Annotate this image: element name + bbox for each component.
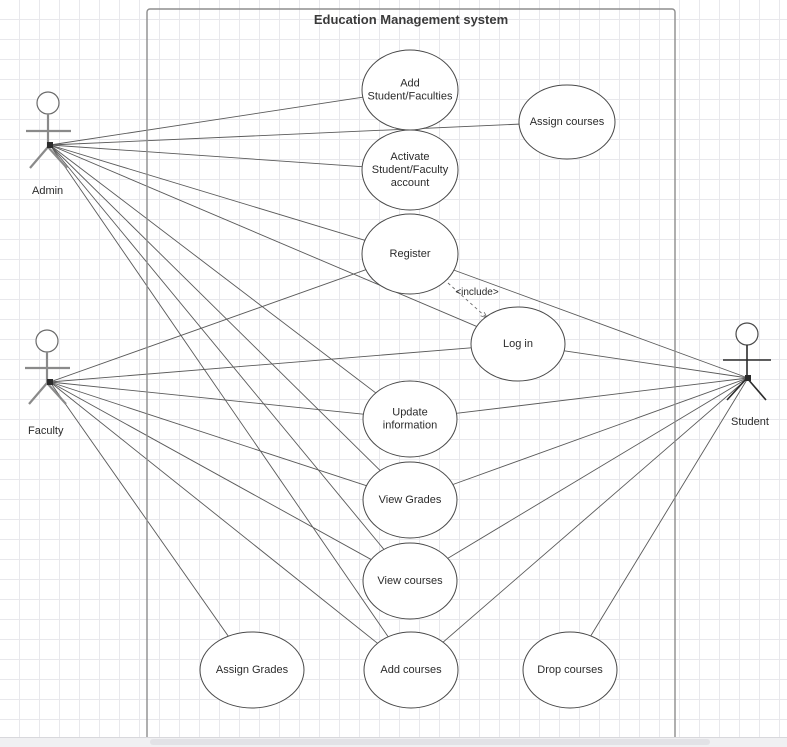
actor-head-icon [35,329,59,353]
horizontal-scrollbar[interactable] [0,737,787,747]
actor-admin[interactable]: Admin [26,91,71,197]
use-case-view_grades[interactable]: View Grades [362,461,458,539]
association-student-to-update_information [456,377,749,414]
use-case-label: Register [390,248,431,260]
actor-head-icon [735,322,759,346]
association-faculty-to-add_courses [49,381,378,644]
use-case-ellipse[interactable] [470,306,566,382]
actor-label: Admin [32,185,63,197]
actor-connection-point[interactable] [745,375,751,381]
association-admin-to-log_in [49,144,477,327]
association-admin-to-view_grades [49,144,381,471]
use-case-label: Update [392,406,427,418]
association-admin-to-update_information [49,144,377,394]
actor-leg-right-icon [46,382,67,405]
association-admin-to-add_courses [49,144,389,638]
use-case-label: Add courses [380,664,442,676]
use-case-register[interactable]: Register [361,213,459,295]
actor-student[interactable]: Student [723,322,771,428]
association-student-to-log_in [564,350,749,379]
association-faculty-to-view_grades [49,381,367,487]
actor-leg-left-icon [28,382,48,405]
actor-leg-left-icon [726,377,748,401]
association-student-to-register [453,269,749,379]
use-case-ellipse[interactable] [362,542,458,620]
include-label: <include> [455,287,499,298]
use-case-label: Log in [503,338,533,350]
use-case-label: Drop courses [537,664,603,676]
use-case-ellipse[interactable] [199,631,305,709]
use-case-label: Assign courses [530,116,605,128]
use-case-ellipse[interactable] [362,461,458,539]
use-case-assign_grades[interactable]: Assign Grades [199,631,305,709]
use-case-assign_courses[interactable]: Assign courses [518,84,616,160]
use-case-drop_courses[interactable]: Drop courses [522,631,618,709]
association-student-to-drop_courses [590,377,749,637]
association-admin-to-view_courses [49,144,385,550]
association-faculty-to-view_courses [49,381,372,560]
association-faculty-to-update_information [49,381,364,415]
actor-faculty[interactable]: Faculty [25,329,70,437]
association-student-to-view_courses [447,377,749,559]
use-case-label: Assign Grades [216,664,289,676]
use-case-label: information [383,419,437,431]
actor-leg-right-icon [47,146,68,169]
association-student-to-add_courses [442,377,749,643]
association-faculty-to-log_in [49,347,472,383]
use-case-label: Add [400,77,420,89]
use-case-view_courses[interactable]: View courses [362,542,458,620]
association-admin-to-activate_account [49,144,363,168]
system-boundary-title: Education Management system [314,12,508,27]
use-case-log_in[interactable]: Log in [470,306,566,382]
use-case-label: Student/Faculty [372,164,449,176]
use-case-label: Student/Faculties [368,90,453,102]
association-admin-to-assign_courses [49,123,520,146]
actor-leg-left-icon [29,146,49,169]
use-case-ellipse[interactable] [361,213,459,295]
use-case-label: View Grades [379,494,442,506]
use-case-ellipse[interactable] [363,631,459,709]
association-student-to-view_grades [452,377,749,485]
use-case-label: View courses [377,575,443,587]
actor-connection-point[interactable] [47,379,53,385]
association-faculty-to-register [49,269,367,383]
scrollbar-thumb[interactable] [150,739,710,745]
use-case-ellipse[interactable] [361,129,459,211]
include-arrow [447,282,487,318]
association-lines [49,96,749,644]
use-case-add_courses[interactable]: Add courses [363,631,459,709]
actor-head-icon [36,91,60,115]
association-admin-to-add_student_faculties [49,96,363,146]
use-case-ellipse[interactable] [522,631,618,709]
use-case-ellipse[interactable] [518,84,616,160]
use-case-ellipse[interactable] [362,380,458,458]
use-case-label: account [391,177,430,189]
association-faculty-to-assign_grades [49,381,229,637]
actor-label: Faculty [28,425,64,437]
actor-label: Student [731,416,769,428]
use-case-label: Activate [390,151,429,163]
association-admin-to-register [49,144,366,241]
actor-connection-point[interactable] [47,142,53,148]
include-relations: <include> [447,282,499,318]
actor-leg-right-icon [746,377,767,401]
